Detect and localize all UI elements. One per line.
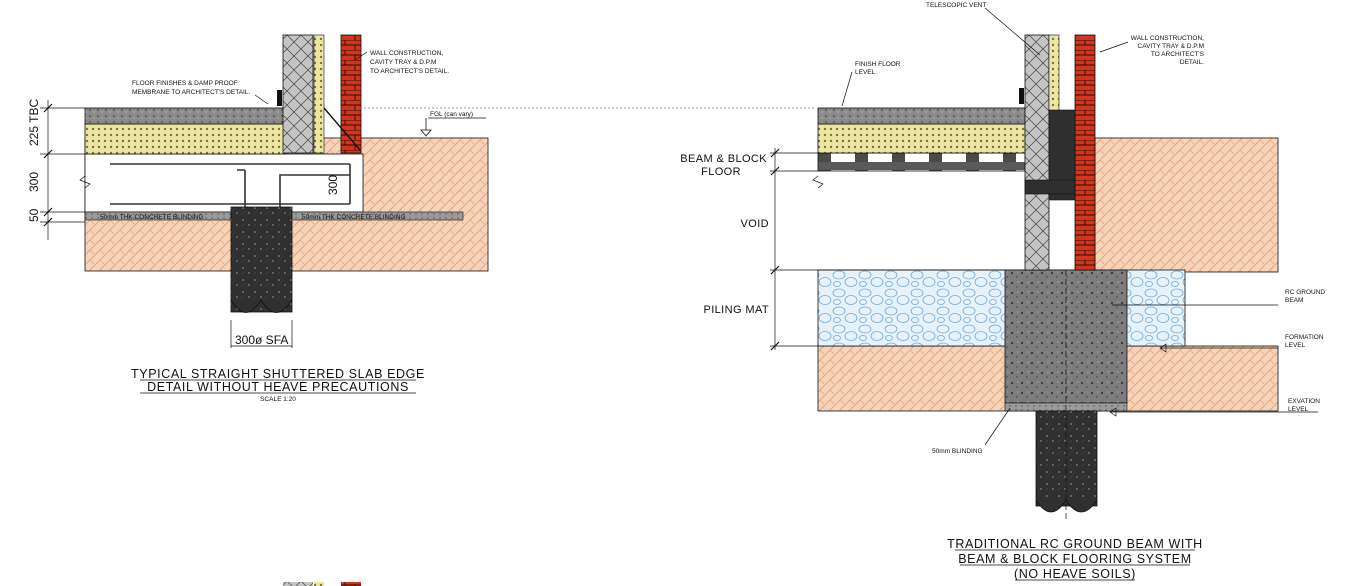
title-2-line-2: BEAM & BLOCK FLOORING SYSTEM xyxy=(958,552,1192,566)
note-finish-floor-1: FINISH FLOOR xyxy=(855,61,901,68)
dim-300: 300 xyxy=(27,172,41,192)
dim-lines-right-detail xyxy=(770,148,1005,350)
note-blinding-2: 50mm BLINDING xyxy=(932,448,983,455)
label-piling-mat: PILING MAT xyxy=(703,304,769,316)
note-wall2-4: DETAIL. xyxy=(1180,59,1204,66)
insulation-layer xyxy=(84,123,286,155)
title-1-scale: SCALE 1:20 xyxy=(260,396,296,403)
label-telescopic-vent: TELESCOPIC VENT xyxy=(926,2,986,9)
fgl-marker xyxy=(420,118,432,137)
break-line-2 xyxy=(812,175,824,189)
dim-ticks-left xyxy=(43,103,53,227)
brick-wall xyxy=(340,34,362,154)
note-finish-floor-2: LEVEL xyxy=(855,69,876,76)
label-beam-block-2: FLOOR xyxy=(701,166,741,178)
screed-layer xyxy=(84,107,286,125)
detail-2-ground-beam: BEAM & BLOCK FLOOR VOID PILING MAT TELES… xyxy=(680,2,1325,581)
leader-exvation xyxy=(1109,407,1318,417)
vent-duct-base xyxy=(1024,179,1076,195)
leader-floor-note xyxy=(254,94,269,105)
blinding-label-left: 50mm THK CONCRETE BLINDING xyxy=(100,214,204,221)
note-wall-1: WALL CONSTRUCTION, xyxy=(370,50,443,57)
cavity-insulation xyxy=(313,34,325,154)
rebar-cage xyxy=(110,163,351,215)
note-rc-beam-2: BEAM xyxy=(1285,297,1303,304)
dim-50: 50 xyxy=(27,208,41,222)
break-line xyxy=(79,175,91,189)
label-void: VOID xyxy=(741,218,770,230)
blinding-label-right: 50mm THK CONCRETE BLINDING xyxy=(302,214,406,221)
leader-formation xyxy=(1159,343,1278,353)
note-wall2-1: WALL CONSTRUCTION, xyxy=(1131,35,1204,42)
detail-1-slab-edge: 225 TBC 300 50 300 FLOOR FINISHES & DAMP… xyxy=(27,34,815,403)
piling-mat xyxy=(817,269,1186,347)
note-wall2-3: TO ARCHITECT'S xyxy=(1151,51,1205,58)
note-wall-3: TO ARCHITECT'S DETAIL. xyxy=(370,68,449,75)
leader-wall-note xyxy=(354,51,368,61)
note-wall-2: CAVITY TRAY & D.P.M xyxy=(370,59,436,66)
insulation-2 xyxy=(817,123,1026,154)
beam-block-floor xyxy=(817,152,1026,172)
leader-finish-floor xyxy=(841,71,853,107)
dpc-tab-2 xyxy=(1019,88,1024,104)
pile-dim-line xyxy=(230,320,293,348)
next-detail-fragment xyxy=(283,582,361,586)
note-rc-beam-1: RC GROUND xyxy=(1285,289,1325,296)
screed-2 xyxy=(817,107,1026,125)
fgl-label: FGL (can vary) xyxy=(430,111,473,118)
leader-blinding-2 xyxy=(984,407,1011,446)
dpc-tab xyxy=(277,90,282,106)
note-exvation-2: LEVEL xyxy=(1288,406,1309,413)
blockwork-wall xyxy=(282,34,314,154)
dim-300-beam: 300 xyxy=(326,175,340,195)
note-formation-2: LEVEL xyxy=(1285,342,1306,349)
note-floor-1: FLOOR FINISHES & DAMP PROOF xyxy=(132,80,238,87)
leader-vent xyxy=(984,7,1041,56)
pile-2 xyxy=(1035,410,1098,507)
note-wall2-2: CAVITY TRAY & D.P.M xyxy=(1138,43,1204,50)
brick-wall-2 xyxy=(1074,34,1096,271)
leader-wall-2 xyxy=(1099,41,1129,53)
title-2-line-1: TRADITIONAL RC GROUND BEAM WITH xyxy=(947,537,1203,551)
block-wall-2 xyxy=(1024,34,1050,271)
title-2-line-3: (NO HEAVE SOILS) xyxy=(1014,567,1136,581)
sfa-pile xyxy=(230,206,293,313)
dim-225: 225 TBC xyxy=(27,99,41,146)
note-exvation-1: EXVATION xyxy=(1288,398,1320,405)
note-formation-1: FORMATION xyxy=(1285,334,1324,341)
dim-lines-left xyxy=(40,100,85,240)
pile-tip xyxy=(230,299,293,313)
dpm-line xyxy=(323,107,361,151)
note-floor-2: MEMBRANE TO ARCHITECT'S DETAIL. xyxy=(132,89,250,96)
dim-ticks-right-detail xyxy=(770,148,780,351)
pile-label: 300ø SFA xyxy=(235,333,288,347)
title-1-line-1: TYPICAL STRAIGHT SHUTTERED SLAB EDGE xyxy=(131,367,425,381)
soil-right xyxy=(1094,137,1279,273)
label-beam-block-1: BEAM & BLOCK xyxy=(680,153,767,165)
title-1-line-2: DETAIL WITHOUT HEAVE PRECAUTIONS xyxy=(147,380,409,394)
